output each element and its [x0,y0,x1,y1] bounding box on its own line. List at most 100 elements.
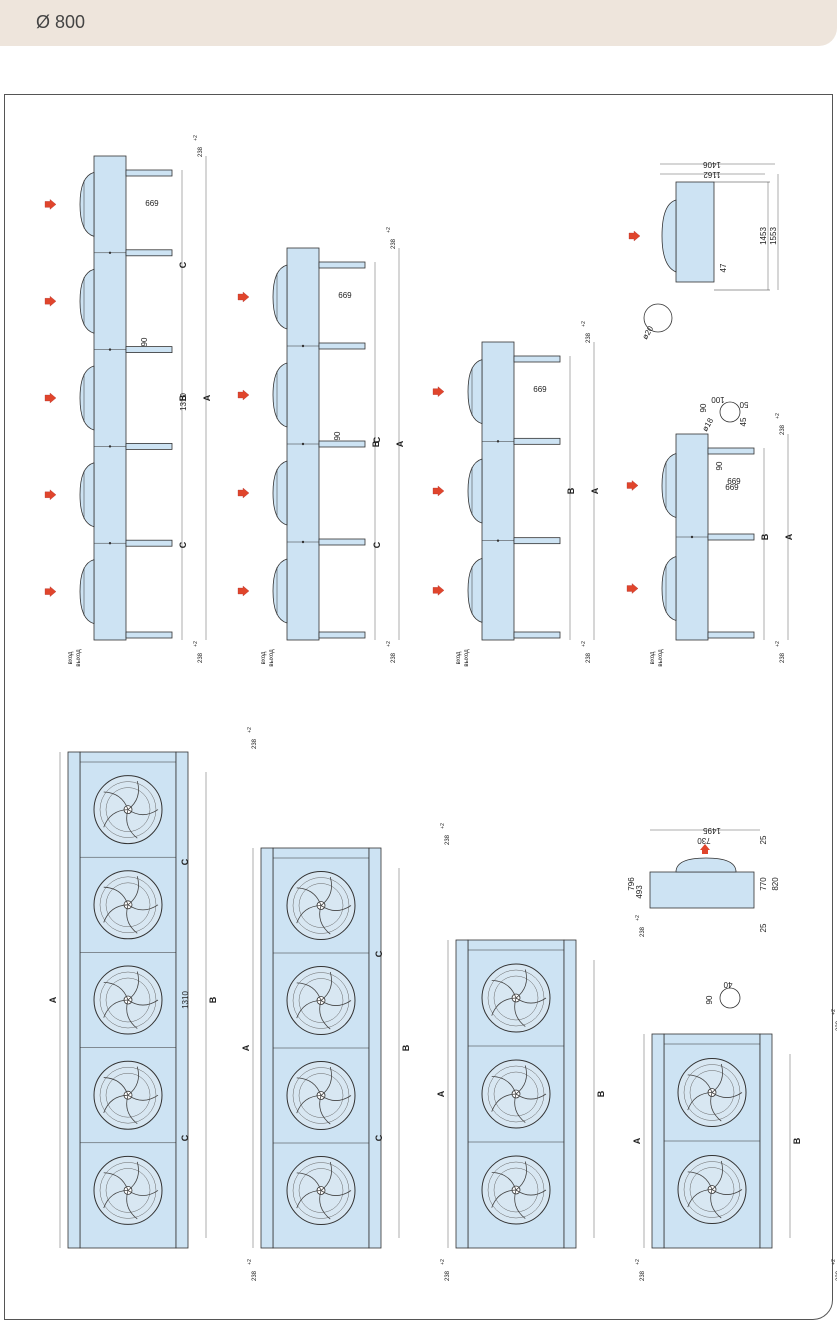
fan-blade [126,999,138,1029]
airflow-arrow-icon [432,585,445,596]
fan-ring [487,1065,545,1123]
dim-238: 238 [391,652,397,663]
side-rail [563,939,577,1249]
tolerance-label: +2 [247,727,253,733]
fan-blade [515,969,527,999]
fan-blade [296,982,322,1001]
tolerance-label: +2 [440,823,446,829]
dim-C: C [372,436,382,443]
fan-ring [487,969,545,1027]
dim-A: A [784,533,794,540]
fan-blade [103,791,129,810]
fan-housing [272,460,288,526]
fan-ring [99,876,157,934]
fan-blade [127,1066,139,1096]
dim-796: 796 [627,877,636,891]
dim-C: C [178,541,188,548]
fan-blade [491,997,517,1016]
drawing-frame [4,94,833,1320]
fan-ring [493,1167,539,1213]
fan-housing [79,365,95,431]
outlet-label: выход [76,649,82,667]
end-unit-body [675,181,715,283]
airflow-arrow-icon [44,199,57,210]
dim-238: 238 [640,1270,646,1281]
airflow-arrow-icon [626,480,639,491]
support-leg [318,261,366,269]
dim-699: 699 [727,476,741,485]
bolt [108,542,112,545]
fan-blade [320,1190,352,1196]
dim-238: 238 [780,424,786,435]
support-leg [318,631,366,639]
fan-ring [105,1168,151,1213]
fan-ring [105,1072,151,1118]
dim-A: A [436,1090,446,1097]
fan-blade [103,1190,129,1209]
dim-B: B [401,1044,411,1051]
outlet-label: выход [658,649,664,667]
dim-90: 90 [699,403,708,412]
fan-housing [467,458,483,524]
fan-blade [711,1063,723,1093]
support-leg [125,631,173,639]
dim-1453: 1453 [759,227,768,245]
fan-ring [493,1071,539,1117]
fan-blade [320,1066,332,1096]
tolerance-label: +2 [581,641,587,647]
dim-C: C [178,261,188,268]
support-leg [707,631,755,639]
bolt [301,344,305,348]
dim-C: C [372,541,382,548]
fan-blade [296,1190,322,1209]
inlet-label: вход [456,651,462,664]
fan-housing [661,555,677,622]
airflow-arrow-icon [44,295,57,307]
fan-housing [467,359,483,425]
fan-ring [105,787,151,832]
tolerance-label: +2 [635,1259,641,1265]
dim-B: B [208,996,218,1003]
fan-blade [127,876,139,906]
side-rail [175,751,189,1249]
fan-blade [514,997,526,1027]
support-leg [318,538,366,546]
support-leg [125,249,173,257]
fan-blade [103,886,129,905]
fan-housing [272,362,288,428]
dim-50: 50 [739,400,748,409]
fan-blade [320,1095,352,1101]
dim-238: 238 [586,652,592,663]
top-views: AB238+2238+2AB238+2238+2AB238+2238+2AB23… [48,727,837,1281]
support-leg [513,537,561,545]
dim-699: 699 [725,482,739,491]
tolerance-label: +2 [831,1259,837,1265]
airflow-arrow-icon [44,392,57,404]
dim-B: B [760,533,770,540]
dim-B: B [792,1137,802,1144]
fan-blade [515,1093,547,1100]
tolerance-label: +2 [386,227,392,233]
dim-A: A [241,1044,251,1051]
dim-238: 238 [445,1270,451,1281]
fan-ring [105,882,151,928]
page-title: Ø 800 [36,12,86,32]
airflow-arrow-icon [626,583,639,594]
outlet-label: выход [269,649,275,667]
airflow-arrow-icon [432,386,445,397]
dim-90: 90 [715,461,724,470]
fan-blade [320,876,332,906]
fan-blade [127,904,159,911]
unit-body [481,341,515,641]
header-bar: Ø 800 [0,0,837,46]
fan-blade [103,1172,129,1191]
fan-blade [514,1189,526,1219]
fan-ring [292,1067,350,1124]
fan-housing [79,462,95,528]
bolt [108,445,112,448]
fan-blade [103,981,129,1001]
fan-blade [296,1000,322,1019]
dim-1162: 1162 [703,170,721,179]
support-leg [707,533,755,541]
